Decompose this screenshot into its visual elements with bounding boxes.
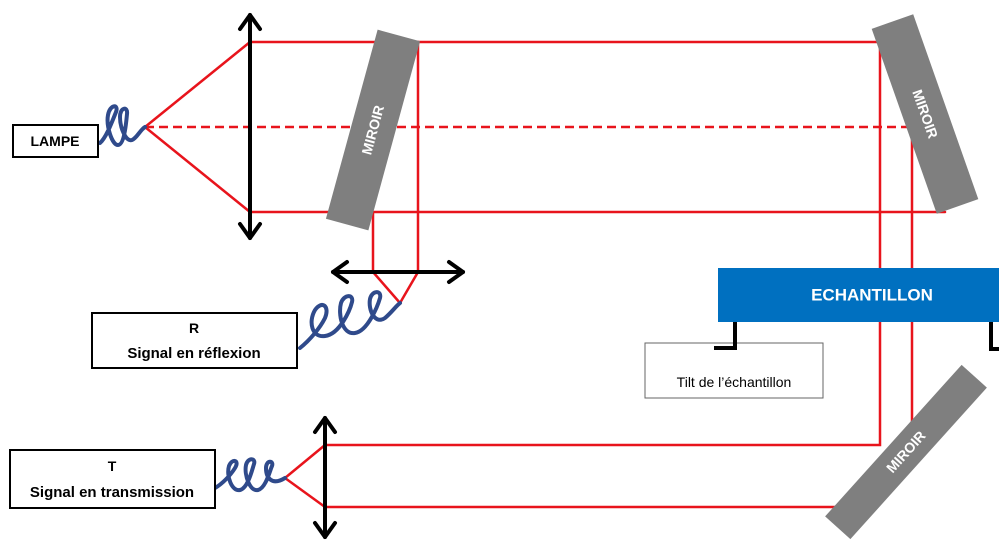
lens-3 xyxy=(313,416,337,539)
beam-lamp-to-lens-bottom xyxy=(143,125,252,214)
lens-1 xyxy=(238,13,262,240)
transmission-box-border xyxy=(9,449,216,509)
tilt-label-box: Tilt de l’échantillon xyxy=(644,342,824,399)
lens-1-arrowhead-top xyxy=(238,13,262,31)
mirror-3-body xyxy=(825,364,987,540)
transmission-label: Signal en transmission xyxy=(30,484,194,501)
sample-body xyxy=(718,268,999,322)
lens-3-arrowhead-top xyxy=(313,416,337,434)
lamp-box-border xyxy=(12,124,99,158)
lens-2-arrowhead-right xyxy=(447,260,465,284)
mirror-1: MIROIR xyxy=(325,29,421,231)
beam-lamp-to-lens-top xyxy=(143,40,252,129)
lens-2-arrowhead-left xyxy=(331,260,349,284)
mirror-3: MIROIR xyxy=(825,364,987,540)
tilt-box-border xyxy=(644,342,824,399)
beam-transmission-converge-bottom xyxy=(283,476,327,509)
sample: ECHANTILLON xyxy=(714,268,999,351)
tilt-bracket-right xyxy=(989,322,999,351)
mirror-2: MIROIR xyxy=(871,14,979,214)
lamp-label-box: LAMPE xyxy=(12,124,99,158)
transmission-detector-coil-icon xyxy=(213,457,287,493)
reflection-symbol: R xyxy=(189,320,199,336)
sample-label: ECHANTILLON xyxy=(811,285,933,304)
reflection-box-border xyxy=(91,312,298,369)
lamp-label: LAMPE xyxy=(31,133,80,149)
beam-sample-vertical-left xyxy=(323,40,882,447)
lens-3-arrowhead-bottom xyxy=(313,521,337,539)
lens-1-arrowhead-bottom xyxy=(238,222,262,240)
tilt-bracket-left-overlay xyxy=(714,342,737,350)
tilt-label: Tilt de l’échantillon xyxy=(677,374,792,390)
beam-transmission-converge-top xyxy=(283,443,327,480)
reflection-signal-box: R Signal en réflexion xyxy=(91,312,298,369)
beam-reflection-left xyxy=(371,210,402,305)
reflection-label: Signal en réflexion xyxy=(127,345,260,362)
mirror-1-body xyxy=(325,29,421,231)
mirror-2-body xyxy=(871,14,979,214)
lens-2 xyxy=(331,260,465,284)
transmission-signal-box: T Signal en transmission xyxy=(9,449,216,509)
reflection-detector-coil-icon xyxy=(298,290,402,350)
lamp-filament-coil-icon xyxy=(98,104,147,147)
transmission-symbol: T xyxy=(108,458,117,474)
